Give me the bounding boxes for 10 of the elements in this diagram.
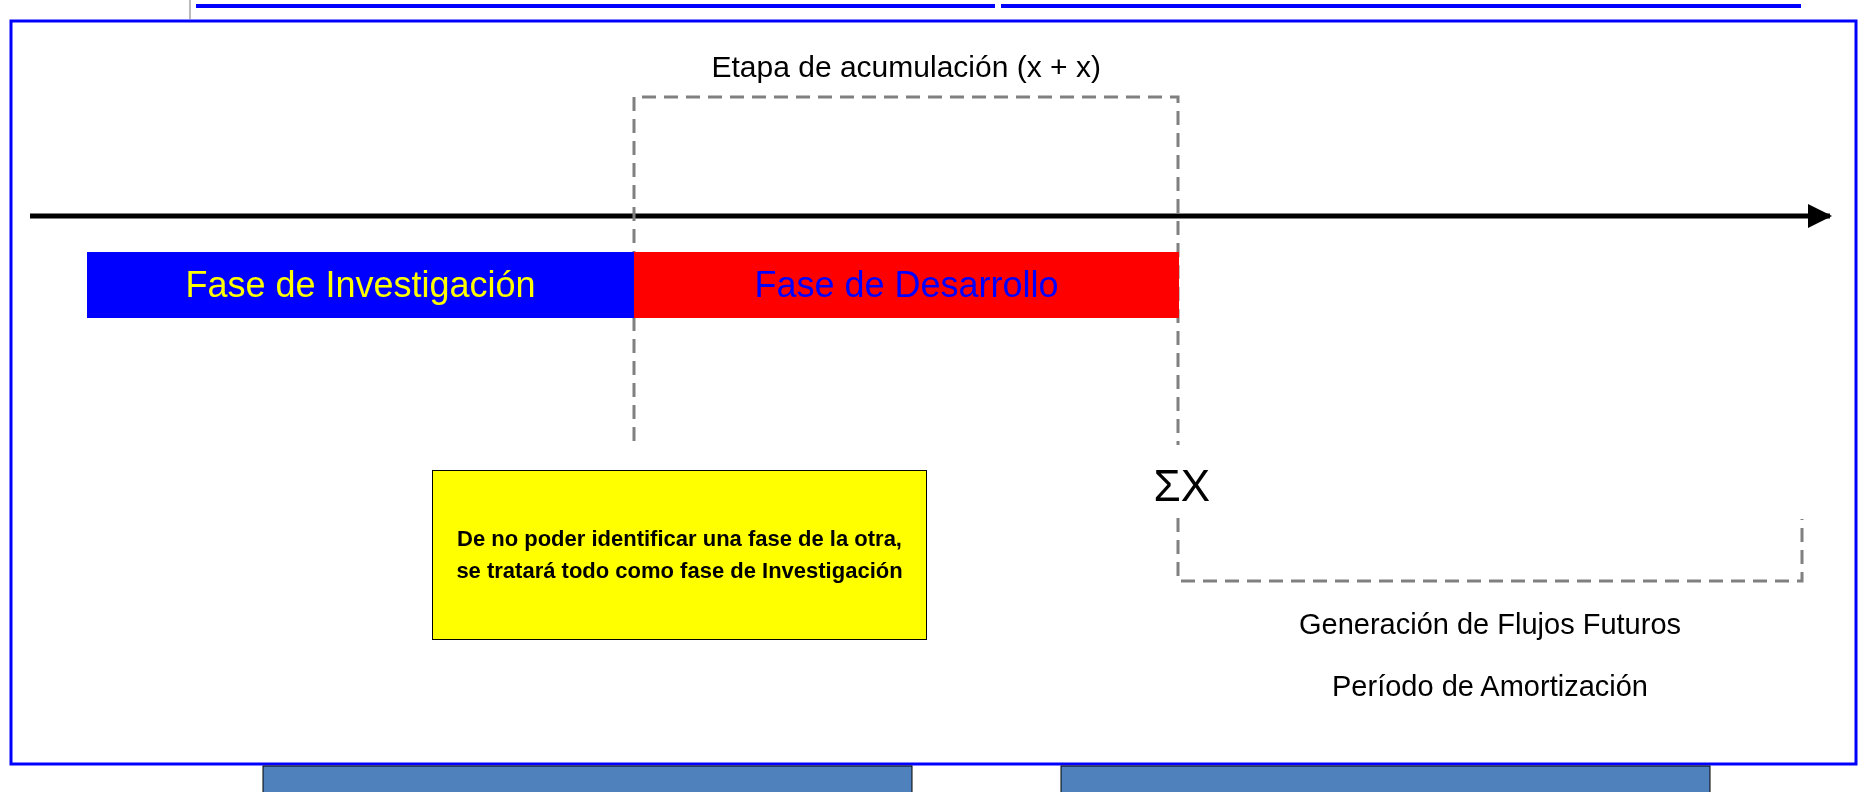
phase-label: Fase de Desarrollo <box>754 262 1059 307</box>
sum-label: ΣX <box>1153 461 1211 511</box>
note-box <box>432 470 927 640</box>
phase-bar <box>634 252 1179 318</box>
period-label: Período de Amortización <box>1332 670 1648 703</box>
stage-label: Etapa de acumulación (x + x) <box>711 50 1101 84</box>
phase-label: Fase de Investigación <box>185 262 536 307</box>
note-text: De no poder identificar una fase de la otra, se tratará todo como fase de Investigación <box>455 525 904 585</box>
period-label: Generación de Flujos Futuros <box>1299 608 1682 641</box>
phase-bar <box>87 252 634 318</box>
